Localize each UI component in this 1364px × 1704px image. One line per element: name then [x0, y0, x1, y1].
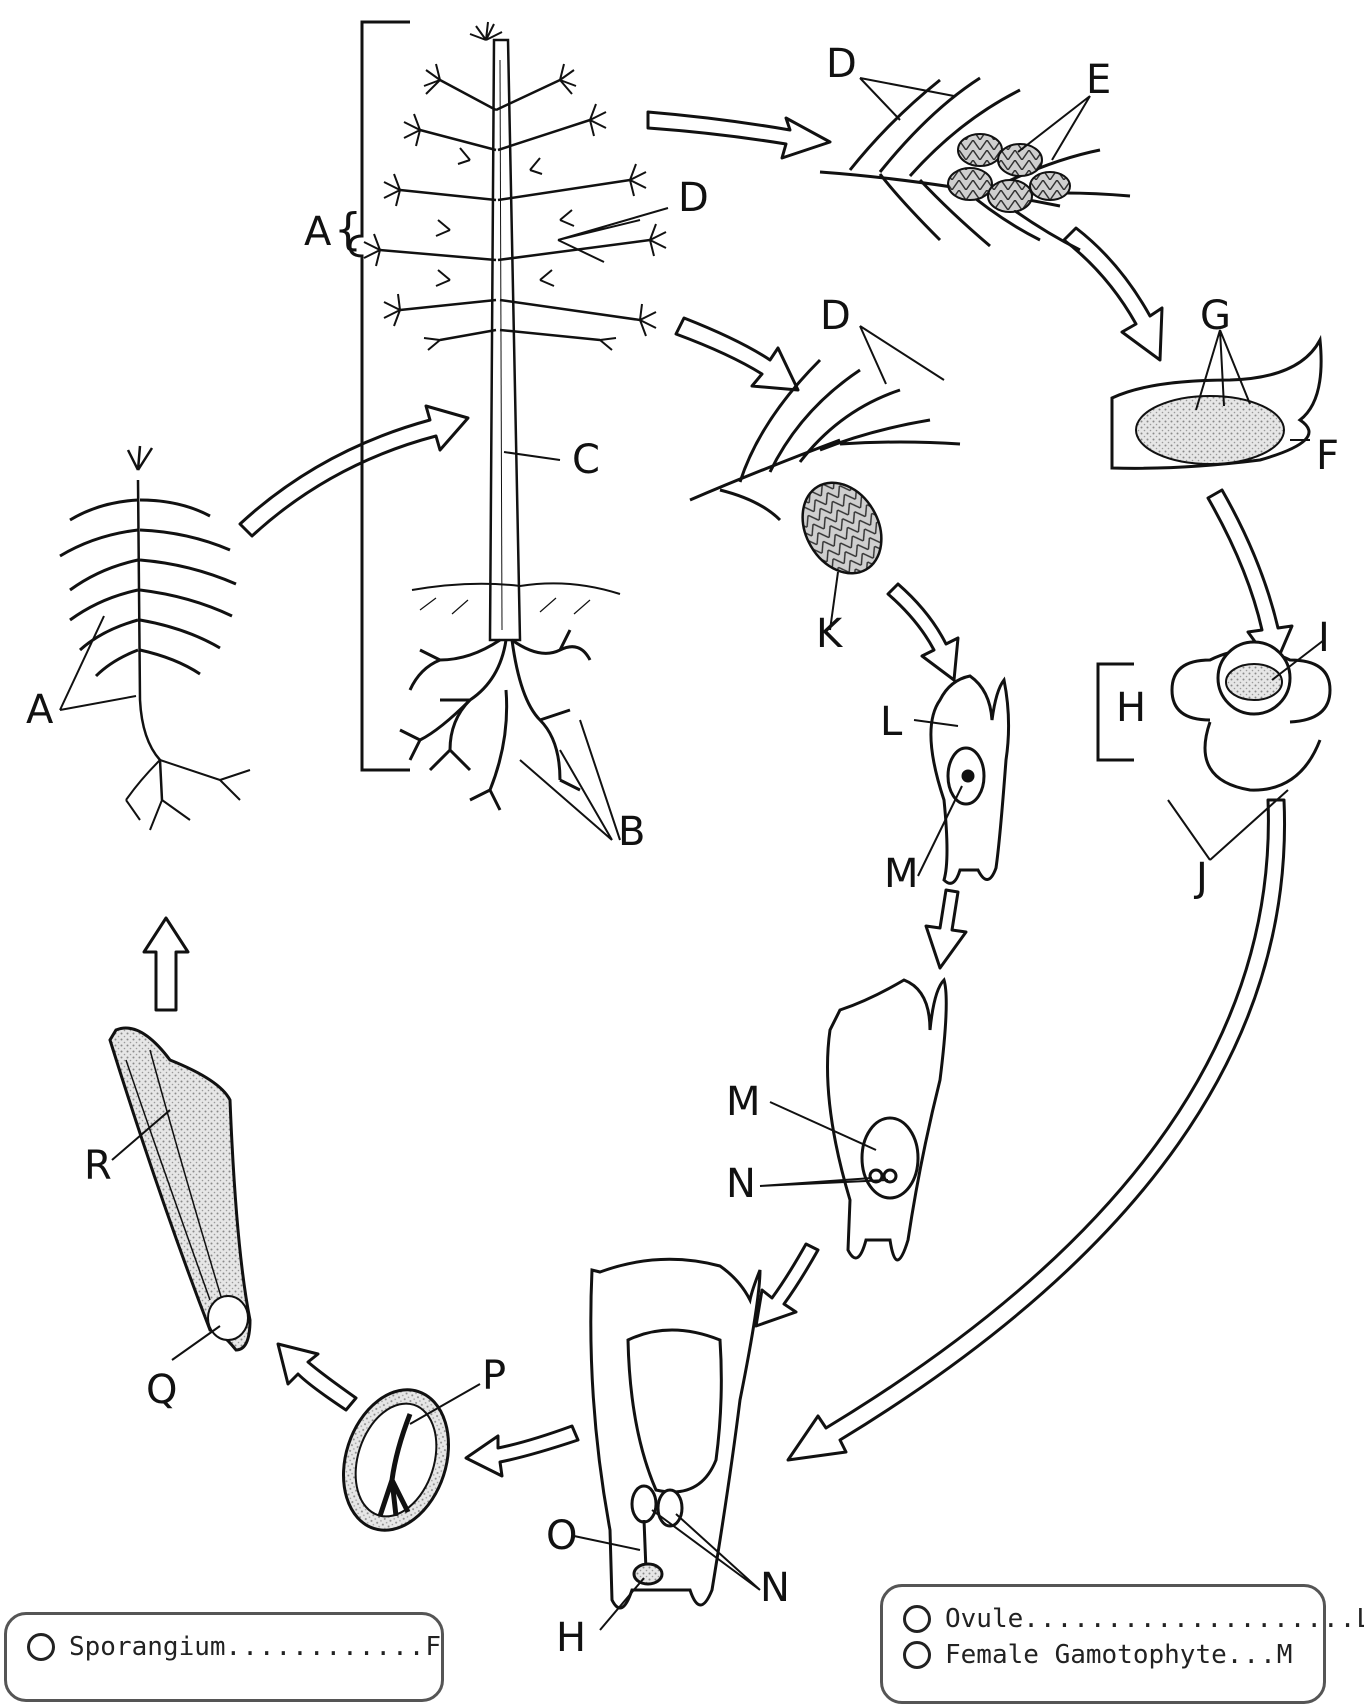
label-P: P	[482, 1356, 506, 1396]
label-J: J	[1196, 858, 1208, 898]
key-term: Ovule	[945, 1601, 1023, 1637]
label-I: I	[1318, 618, 1330, 658]
arrow-embryo-to-seed	[278, 1344, 356, 1410]
female-branch	[690, 360, 960, 588]
label-M-second: M	[726, 1082, 761, 1122]
label-Q: Q	[146, 1370, 177, 1410]
label-H-pollen: H	[1116, 688, 1146, 728]
label-M-first: M	[884, 854, 919, 894]
sporangium-with-pollen	[1112, 340, 1321, 468]
key-row-female-gametophyte: Female Gamotophyte ... M	[903, 1637, 1303, 1673]
label-N-second: N	[726, 1164, 756, 1204]
label-R: R	[84, 1146, 112, 1186]
label-B: B	[618, 812, 645, 852]
label-D-male-branch: D	[826, 44, 857, 84]
key-dots: ....................	[1023, 1601, 1356, 1637]
label-K: K	[816, 614, 842, 654]
seedling	[60, 446, 250, 830]
arrow-seedling-to-tree	[240, 406, 468, 536]
label-D-tree: D	[678, 178, 709, 218]
key-letter: L	[1356, 1601, 1364, 1637]
pollen-cones	[948, 134, 1070, 212]
label-O: O	[546, 1516, 577, 1556]
label-L: L	[880, 702, 902, 742]
key-letter: M	[1277, 1637, 1293, 1673]
ovule-first	[931, 676, 1009, 883]
key-dots: ...	[1227, 1637, 1277, 1673]
label-G: G	[1200, 296, 1231, 336]
key-row-ovule: Ovule .................... L	[903, 1601, 1303, 1637]
label-A-seedling: A	[26, 690, 53, 730]
male-branch	[820, 78, 1130, 250]
arrow-seed-to-seedling	[144, 918, 188, 1010]
color-circle[interactable]	[903, 1641, 931, 1669]
pine-life-cycle-diagram	[0, 0, 1364, 1660]
arrow-tree-to-male-branch	[648, 112, 830, 158]
key-box-right: Ovule .................... L Female Gamo…	[880, 1584, 1326, 1704]
key-box-left: Sporangium ............ F	[4, 1612, 444, 1702]
seed-with-wing	[110, 1028, 250, 1350]
color-circle[interactable]	[27, 1633, 55, 1661]
color-circle[interactable]	[903, 1605, 931, 1633]
label-N-fertilized: N	[760, 1568, 790, 1608]
label-C: C	[572, 440, 600, 480]
seedling-roots	[126, 760, 250, 830]
label-A-sporophyte: A	[304, 212, 331, 252]
tree-needle-tufts	[364, 22, 666, 350]
label-F: F	[1316, 436, 1339, 476]
seed-cone	[787, 468, 897, 587]
arrow-tree-to-female-branch	[676, 318, 798, 390]
label-D-female-branch: D	[820, 296, 851, 336]
label-A-sporophyte-brace: {	[334, 208, 362, 252]
tree-roots	[400, 630, 590, 810]
bracket-sporophyte	[350, 22, 410, 770]
label-E: E	[1086, 60, 1111, 100]
label-H-tube: H	[556, 1618, 586, 1658]
key-term: Female Gamotophyte	[945, 1637, 1227, 1673]
arrow-gametophyte-to-fertilization	[756, 1244, 818, 1326]
arrow-cone-to-ovule	[888, 584, 958, 680]
arrow-fertilization-to-embryo	[466, 1426, 578, 1476]
mature-pine-tree	[364, 22, 666, 810]
arrow-ovule-to-gametophyte	[926, 890, 966, 968]
ovule-second	[828, 980, 947, 1260]
ovule-fertilization	[591, 1259, 760, 1608]
